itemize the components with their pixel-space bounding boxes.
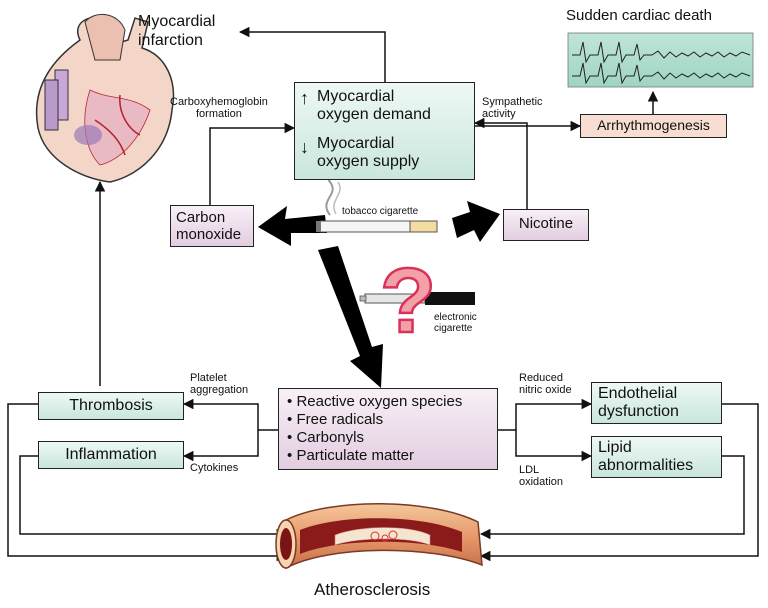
reactive-species-box: • Reactive oxygen species • Free radical… — [278, 388, 498, 470]
cytokines-label: Cytokines — [190, 462, 239, 474]
arrow-down-icon: ↓ — [300, 137, 309, 157]
ros-item: • Particulate matter — [287, 447, 414, 464]
arrow-up-icon: ↑ — [300, 88, 309, 108]
nicotine-box: Nicotine — [503, 209, 589, 241]
thick-arrows — [258, 201, 500, 388]
question-mark-icon: ? — [380, 250, 436, 352]
artery-illustration — [275, 503, 483, 570]
thrombosis-box: Thrombosis — [38, 392, 184, 420]
heart-illustration — [35, 14, 175, 183]
arrhythmogenesis-box: Arrhythmogenesis — [580, 114, 727, 138]
ros-item: • Reactive oxygen species — [287, 393, 463, 410]
tobacco-cigarette-label: tobacco cigarette — [342, 206, 419, 217]
inflammation-box: Inflammation — [38, 441, 184, 469]
ros-item: • Carbonyls — [287, 429, 364, 446]
sudden-cardiac-death-title: Sudden cardiac death — [566, 7, 712, 24]
myocardial-infarction-label: Myocardial infarction — [138, 13, 216, 49]
atherosclerosis-label: Atherosclerosis — [314, 580, 431, 599]
electronic-cigarette — [359, 292, 475, 305]
ecg-strip — [567, 32, 754, 88]
connector-lines — [7, 26, 759, 562]
ros-item: • Free radicals — [287, 411, 384, 428]
